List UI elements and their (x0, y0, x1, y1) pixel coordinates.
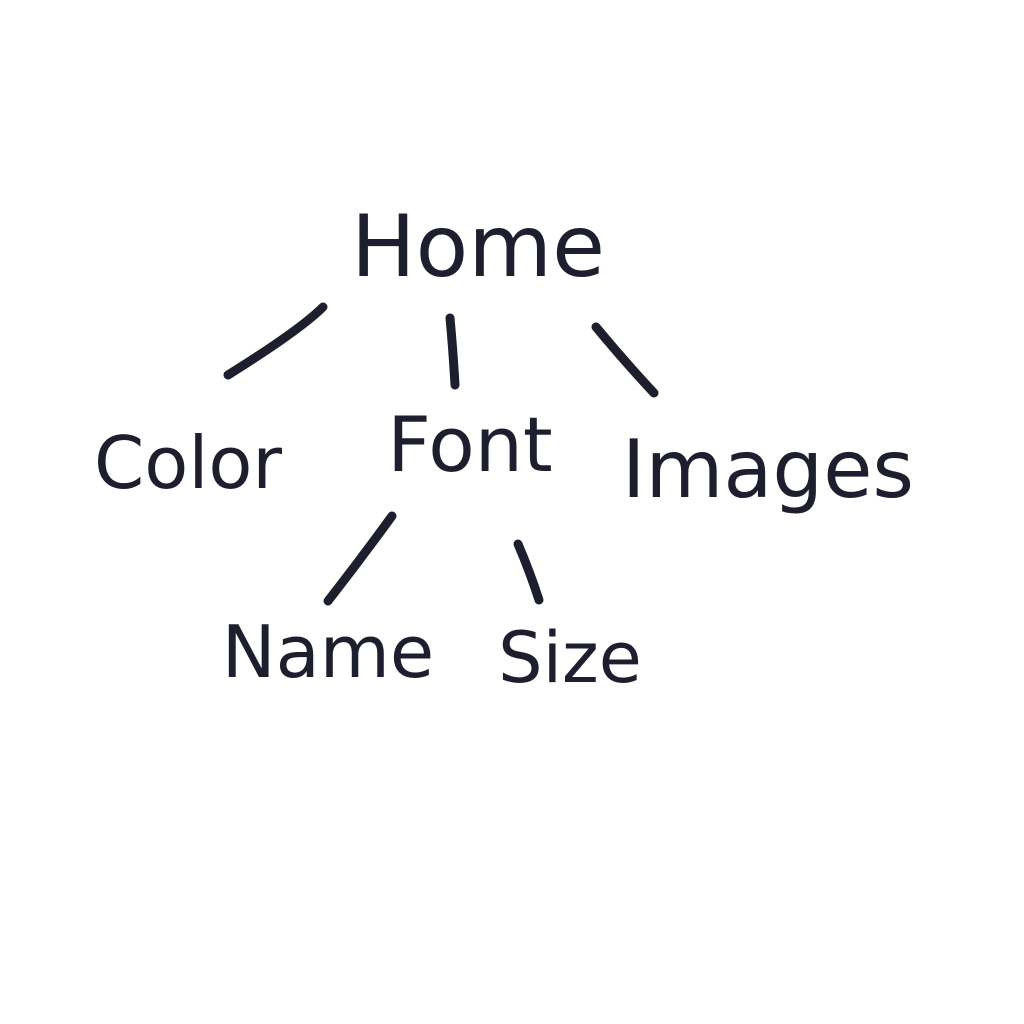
edge-home-font (445, 313, 460, 390)
node-name: Name (221, 610, 435, 694)
node-home: Home (351, 197, 605, 297)
node-images: Images (621, 423, 915, 516)
edge-font-name (323, 511, 397, 606)
edge-font-size (513, 539, 544, 605)
edge-home-images (591, 322, 659, 398)
edge-home-color (223, 302, 328, 380)
node-color: Color (94, 421, 282, 505)
node-size: Size (498, 617, 642, 699)
node-font: Font (387, 400, 553, 489)
